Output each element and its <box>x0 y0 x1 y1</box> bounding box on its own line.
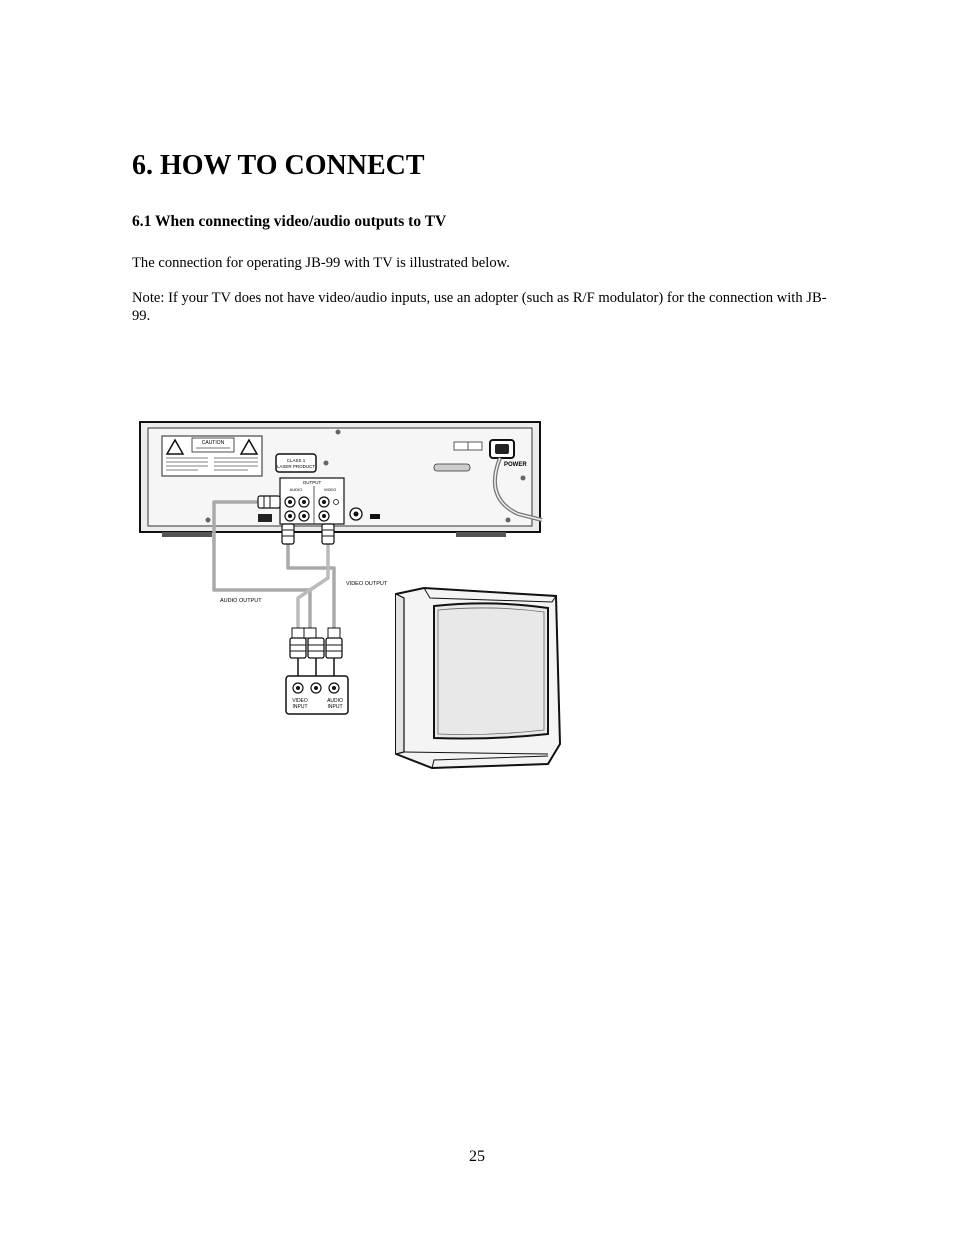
audio-label: AUDIO <box>290 487 303 492</box>
video-label: VIDEO <box>324 487 336 492</box>
page-number: 25 <box>469 1148 485 1165</box>
video-input-line1: VIDEO <box>292 698 308 704</box>
player-rear-panel: CAUTION CLASS 1 LASER PRODUCT POWER <box>139 421 541 537</box>
intro-paragraph: The connection for operating JB-99 with … <box>132 255 510 271</box>
laser-label-line2: LASER PRODUCT <box>277 464 316 469</box>
note-paragraph: Note: If your TV does not have video/aud… <box>132 290 827 324</box>
page-heading: 6. HOW TO CONNECT <box>132 150 425 181</box>
audio-cable <box>212 500 336 628</box>
audio-plug-bottom <box>281 523 295 545</box>
tv-input-panel: VIDEO INPUT AUDIO INPUT <box>285 675 349 715</box>
audio-output-label: AUDIO OUTPUT <box>220 598 262 604</box>
tv-input-plugs <box>289 627 343 680</box>
audio-input-line1: AUDIO <box>327 698 343 704</box>
audio-input-line2: INPUT <box>328 704 343 710</box>
laser-label-line1: CLASS 1 <box>287 458 306 463</box>
video-input-line2: INPUT <box>293 704 308 710</box>
audio-plug-left <box>257 495 281 509</box>
television <box>395 586 562 770</box>
video-plug-bottom <box>321 523 335 545</box>
caution-text: CAUTION <box>202 440 225 446</box>
connection-diagram: CAUTION CLASS 1 LASER PRODUCT POWER <box>138 418 568 774</box>
output-label: OUTPUT <box>303 480 322 485</box>
connection-diagram-svg: CAUTION CLASS 1 LASER PRODUCT POWER <box>139 421 562 770</box>
power-label: POWER <box>504 462 527 468</box>
video-output-label: VIDEO OUTPUT <box>346 581 388 587</box>
section-heading: 6.1 When connecting video/audio outputs … <box>132 213 447 230</box>
video-cable <box>296 544 330 628</box>
